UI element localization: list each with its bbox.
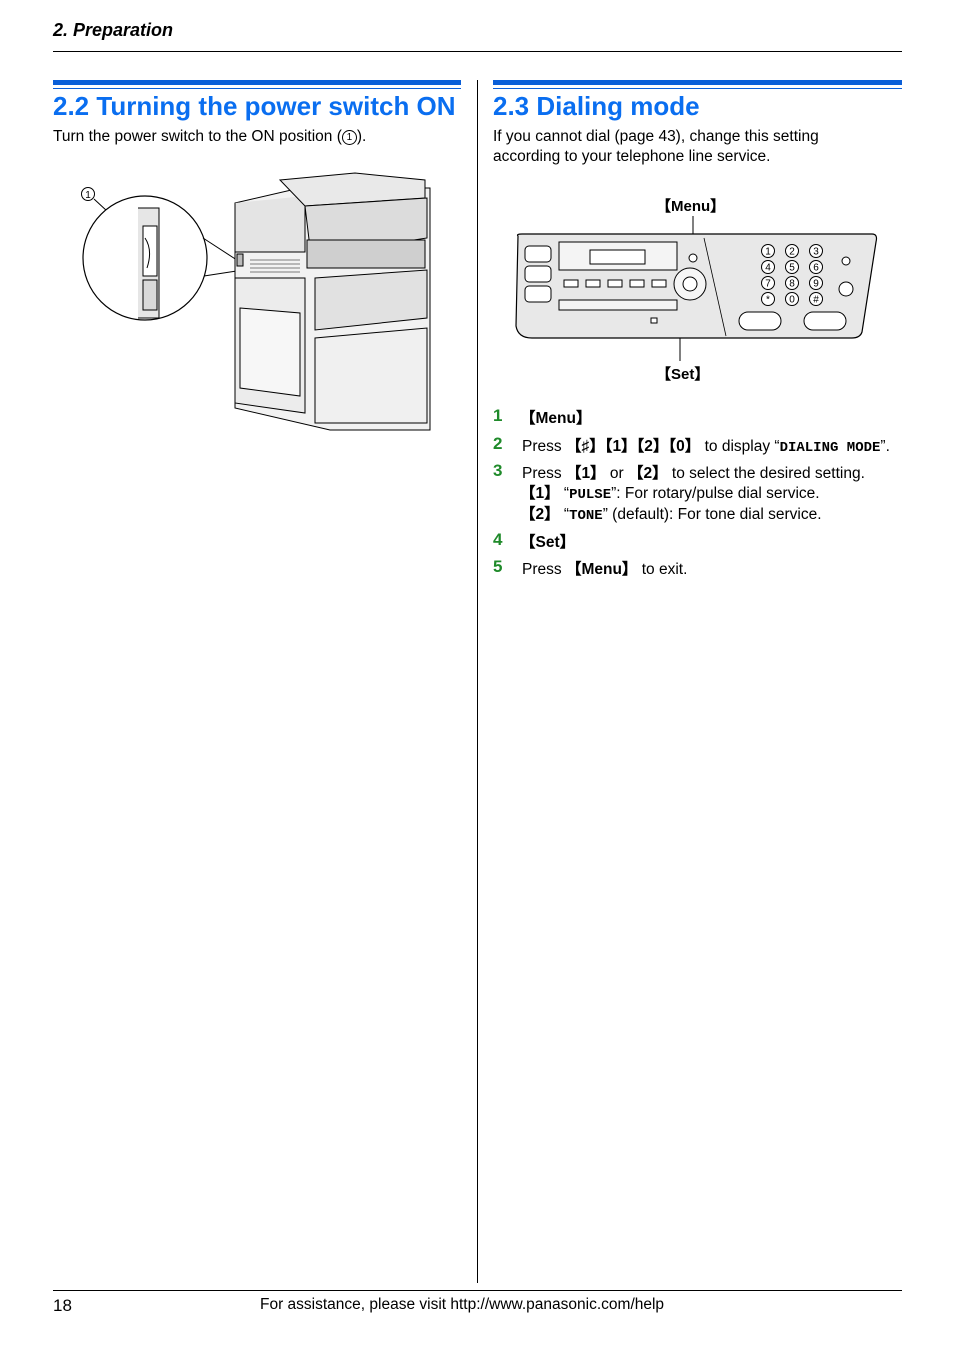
keypad-key-label: 1: [765, 247, 771, 258]
marker-1: 1: [341, 130, 357, 145]
step-4-text: 【Set】: [520, 534, 576, 551]
keypad-key-label: 5: [789, 263, 795, 274]
keypad-key-9: [761, 292, 775, 306]
section-bar: [53, 80, 461, 85]
set-callout: 【Set】: [656, 366, 710, 383]
keypad-key-label: *: [766, 295, 770, 306]
keypad-key-1: [785, 244, 799, 258]
keypad-key-label: 4: [765, 263, 771, 274]
header-rule: [53, 51, 902, 52]
keypad-key-5: [809, 260, 823, 274]
keypad-key-7: [785, 276, 799, 290]
step-2-text: Press 【♯】【1】【2】【0】 to display “DIALING M…: [522, 438, 890, 456]
keypad-key-label: 2: [789, 247, 795, 258]
running-header: 2. Preparation: [53, 20, 174, 40]
keypad: 1 2 3 4 5 6 7 8 9 * 0 #: [761, 244, 823, 306]
step-number-5: 5: [493, 557, 503, 576]
step-3-text: Press 【1】 or 【2】 to select the desired s…: [522, 465, 865, 482]
keypad-key-11: [809, 292, 823, 306]
keypad-key-label: 7: [765, 279, 771, 290]
power-instruction: Turn the power switch to the ON position…: [53, 128, 367, 145]
column-divider: [477, 80, 478, 1283]
section-bar-thin: [493, 88, 902, 89]
section-bar: [493, 80, 902, 85]
step-1-text: 【Menu】: [520, 410, 592, 427]
keypad-key-label: 8: [789, 279, 795, 290]
step-number-3: 3: [493, 461, 503, 480]
keypad-key-4: [785, 260, 799, 274]
keypad-key-8: [809, 276, 823, 290]
step-number-4: 4: [493, 530, 503, 549]
step-3-option-pulse: 【1】 “PULSE”: For rotary/pulse dial servi…: [520, 485, 820, 503]
control-panel-illustration: 1 2 3 4 5 6 7 8 9 * 0 #: [515, 216, 878, 361]
keypad-key-2: [809, 244, 823, 258]
section-title-dialing: 2.3 Dialing mode: [493, 91, 700, 121]
page-number: 18: [53, 1296, 72, 1315]
callout-marker-1: 1: [85, 190, 91, 201]
step-5-text: Press 【Menu】 to exit.: [522, 561, 688, 578]
section-bar-thin: [53, 88, 461, 89]
keypad-key-label: 3: [813, 247, 819, 258]
dialing-intro: If you cannot dial (page 43), change thi…: [493, 128, 819, 165]
machine-illustration: 1: [81, 172, 431, 431]
help-link-text: For assistance, please visit http://www.…: [260, 1296, 665, 1313]
step-number-2: 2: [493, 434, 503, 453]
step-3-option-tone: 【2】 “TONE” (default): For tone dial serv…: [520, 506, 822, 524]
menu-callout: 【Menu】: [656, 198, 726, 215]
keypad-key-0: [761, 244, 775, 258]
keypad-key-label: 9: [813, 279, 819, 290]
keypad-key-label: #: [813, 295, 819, 306]
keypad-key-3: [761, 260, 775, 274]
keypad-key-label: 6: [813, 263, 819, 274]
keypad-key-10: [785, 292, 799, 306]
section-title-power: 2.2 Turning the power switch ON: [53, 91, 456, 121]
keypad-key-label: 0: [789, 295, 795, 306]
keypad-key-6: [761, 276, 775, 290]
footer-rule: [53, 1290, 902, 1291]
step-number-1: 1: [493, 406, 503, 425]
